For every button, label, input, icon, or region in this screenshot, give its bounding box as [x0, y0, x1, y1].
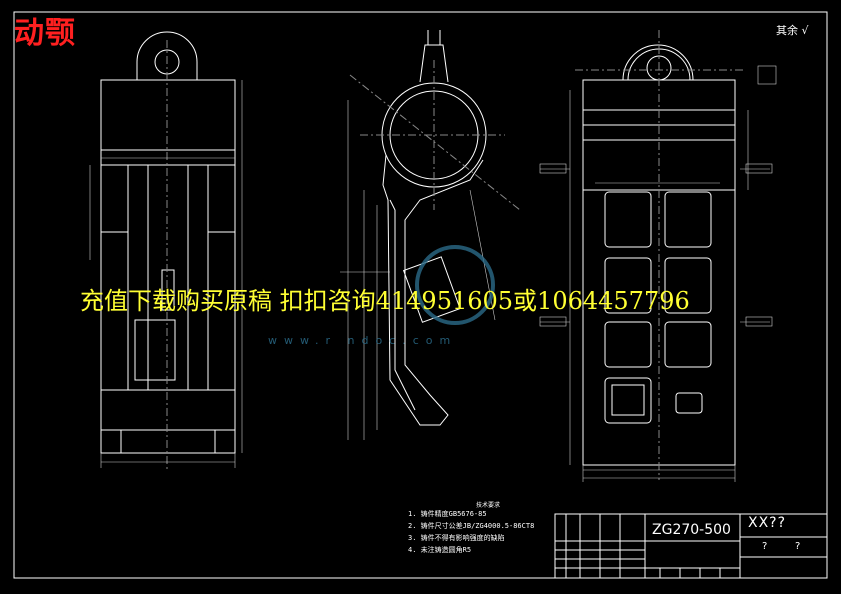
- watermark-url: www.r ndoc.com: [268, 334, 458, 347]
- watermark-text: 充值下载购买原稿 扣扣咨询414951605或1064457796: [80, 287, 690, 315]
- right-view-dimensions: [539, 65, 777, 482]
- drawing-frame: [13, 11, 828, 579]
- note-item: 1. 铸件精度GB5676-85: [408, 510, 487, 518]
- note-item: 3. 铸件不得有影响强度的缺陷: [408, 534, 505, 542]
- notes-title: 技术要求: [476, 502, 501, 509]
- note-item: 4. 未注铸造圆角R5: [408, 546, 472, 554]
- left-view-dimensions: [89, 80, 243, 468]
- right-view-centerlines: [575, 30, 745, 480]
- drawing-title: 动颚: [14, 16, 76, 51]
- middle-view: [381, 30, 487, 426]
- title-block: [554, 513, 828, 579]
- left-view: [100, 31, 236, 454]
- roughness-mark: 其余 √: [776, 24, 809, 37]
- material-field: ?: [762, 541, 768, 552]
- technical-notes: 1. 铸件精度GB5676-85 2. 铸件尺寸公差JB/ZG4000.5-86…: [408, 496, 534, 556]
- note-item: 2. 铸件尺寸公差JB/ZG4000.5-86CT8: [408, 522, 535, 530]
- middle-view-centerlines: [349, 60, 521, 211]
- watermark-logo-icon: [415, 245, 495, 325]
- middle-view-dimensions: [340, 100, 496, 440]
- company-field: ?: [795, 541, 801, 552]
- part-name: XX??: [748, 515, 787, 531]
- drawing-code: ZG270-500: [652, 522, 731, 538]
